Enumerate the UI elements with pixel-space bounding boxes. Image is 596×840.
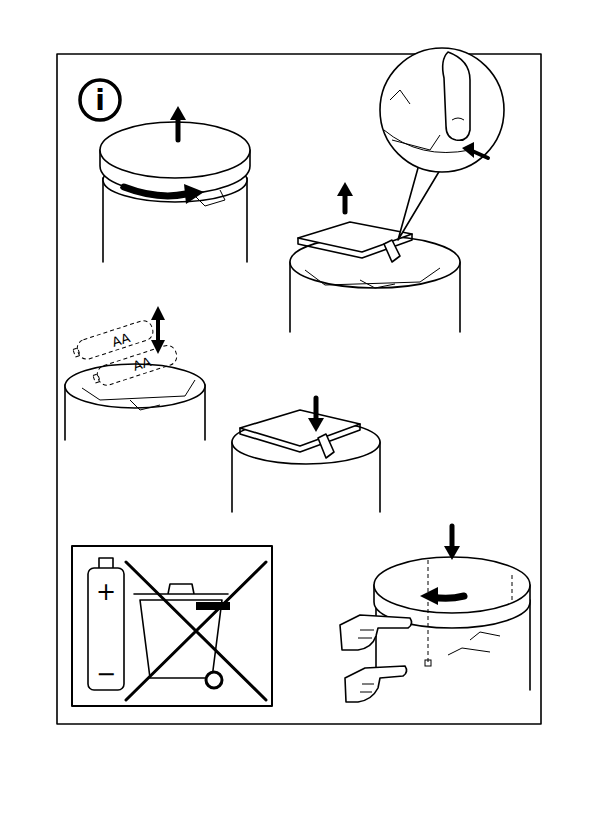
- step-remove-cover: [290, 48, 504, 332]
- battery-type: AA: [110, 331, 131, 349]
- polarity-mark: −: [96, 662, 116, 686]
- polarity-mark: +: [96, 580, 116, 604]
- step-open-lid: [100, 106, 250, 262]
- battery-disposal-notice: [72, 546, 272, 706]
- info-circle: [80, 80, 120, 120]
- step-refit-cover: [232, 398, 380, 512]
- info-symbol: i: [95, 87, 105, 115]
- step-replace-batteries: [65, 306, 205, 440]
- step-close-lid: [340, 526, 530, 702]
